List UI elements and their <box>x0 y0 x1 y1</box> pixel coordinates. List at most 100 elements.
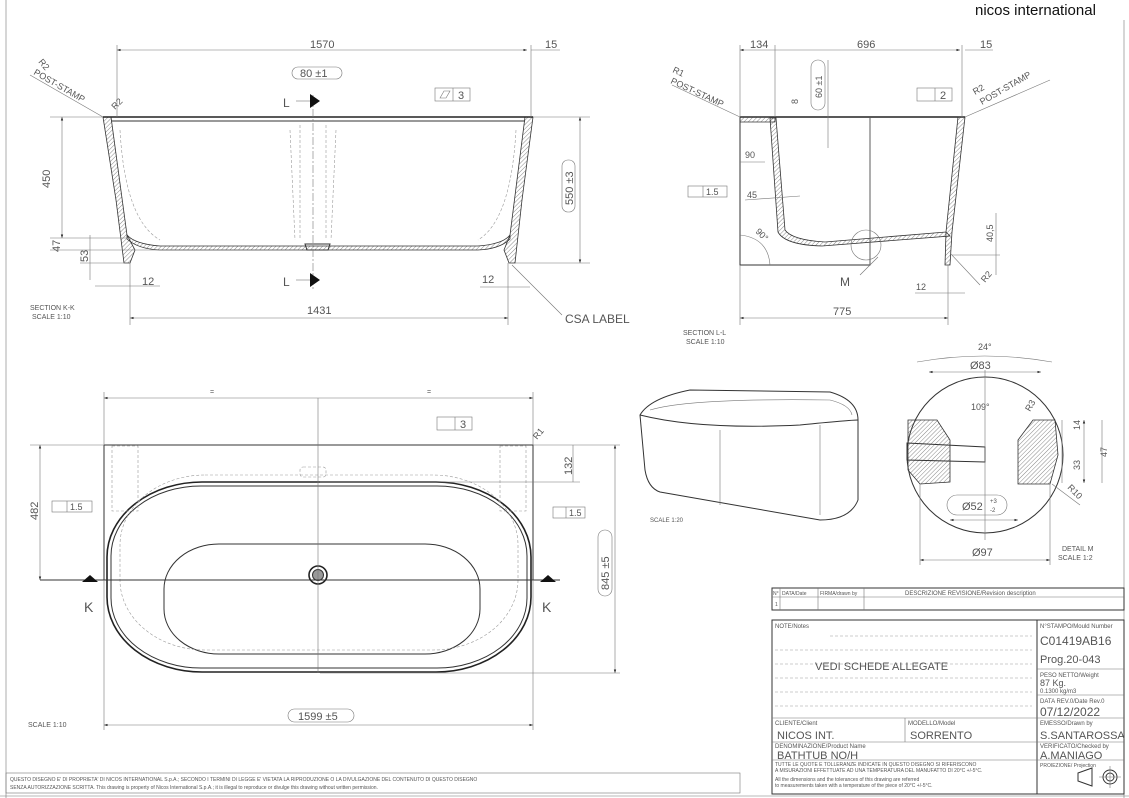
dim-550: 550 ±3 <box>564 171 576 205</box>
drawn-value: S.SANTAROSSA <box>1040 730 1125 742</box>
dim-12-right: 12 <box>482 274 494 286</box>
disclaimer-line-2: SENZA AUTORIZZAZIONE SCRITTA. This drawi… <box>10 785 378 791</box>
checked-value: A.MANIAGO <box>1040 750 1103 762</box>
dim-696: 696 <box>857 39 875 51</box>
dim-equal-right: = <box>427 389 431 396</box>
detail-m-title: DETAIL M <box>1062 546 1094 553</box>
tolerance-en-1: All the dimensions and the tolerances of… <box>775 777 919 783</box>
client-value: NICOS INT. <box>777 730 834 742</box>
weight-label: PESO NETTO/Weight <box>1040 673 1099 679</box>
tolerance-it-2: A MISURAZIONI EFFETTUATE AD UNA TEMPERAT… <box>775 768 982 774</box>
r1-note: R1 <box>671 65 686 79</box>
mould-label: N°STAMPO/Mould Number <box>1040 624 1113 630</box>
dim-1570: 1570 <box>310 39 334 51</box>
disclaimer-line-1: QUESTO DISEGNO E' DI PROPRIETA' DI NICOS… <box>10 777 477 783</box>
dim-12-left: 12 <box>142 276 154 288</box>
flatness-1-5-ll: 1.5 <box>706 187 719 197</box>
dim-12-ll: 12 <box>916 282 926 292</box>
dim-47: 47 <box>51 240 63 252</box>
section-ll: 134 696 15 60 ±1 8 90 1.5 45 90° 40,5 R2… <box>669 39 1051 346</box>
section-ll-scale: SCALE 1:10 <box>686 339 725 346</box>
detail-m-callout: M <box>840 275 850 289</box>
dim-1599: 1599 ±5 <box>298 711 338 723</box>
cut-label-l-top: L <box>283 96 290 110</box>
angle-24: 24° <box>978 342 992 352</box>
flatness-2: 2 <box>940 90 946 102</box>
checked-label: VERIFICATO/Checked by <box>1040 744 1109 750</box>
dim-d83: Ø83 <box>970 360 991 372</box>
title-block: NOTE/Notes VEDI SCHEDE ALLEGATE N°STAMPO… <box>771 619 1125 795</box>
r2-ll-bottom: R2 <box>979 269 994 284</box>
dim-equal-left: = <box>210 389 214 396</box>
prog-value: Prog.20-043 <box>1040 654 1101 666</box>
dim-482: 482 <box>29 502 41 520</box>
plan-view: K K = = 3 R1 482 1.5 1.5 132 845 ±5 1599… <box>28 389 620 730</box>
angle-90: 90° <box>754 226 771 243</box>
detail-m-scale: SCALE 1:2 <box>1058 555 1093 562</box>
density-value: 0.1300 kg/m3 <box>1040 689 1077 695</box>
drawn-label: EMESSO/Drawn by <box>1040 721 1093 727</box>
date-value: 07/12/2022 <box>1040 705 1100 719</box>
angle-109: 109° <box>971 402 990 412</box>
rev-header-drawn: FIRMA/drawn by <box>820 591 858 597</box>
notes-value: VEDI SCHEDE ALLEGATE <box>815 661 948 673</box>
model-label: MODELLO/Model <box>908 721 955 727</box>
dim-450: 450 <box>41 170 53 188</box>
cut-label-l-bottom: L <box>283 275 290 289</box>
product-value: BATHTUB NO/H <box>777 750 858 762</box>
model-value: SORRENTO <box>910 730 973 742</box>
flatness-3-plan: 3 <box>460 419 466 431</box>
rev-header-no: N° <box>773 591 779 597</box>
perspective-view: SCALE 1:20 <box>639 389 859 524</box>
tolerance-it-1: TUTTE LE QUOTE E TOLLERANZE INDICATE IN … <box>775 762 976 768</box>
section-kk-scale: SCALE 1:10 <box>32 314 71 321</box>
dim-8: 8 <box>790 99 800 104</box>
dim-60: 60 ±1 <box>814 76 824 98</box>
rev-header-date: DATA/Date <box>782 591 807 597</box>
dim-45: 45 <box>747 190 757 200</box>
rev-header-description: DESCRIZIONE REVISIONE/Revision descripti… <box>905 591 1036 597</box>
dim-80: 80 ±1 <box>300 68 327 80</box>
rev-row-number: 1 <box>775 602 778 608</box>
dim-d97: Ø97 <box>972 547 993 559</box>
r2-ll-note: R2 <box>971 82 986 96</box>
dim-90: 90 <box>745 150 755 160</box>
projection-symbol-icon <box>1077 766 1121 788</box>
flatness-3: 3 <box>458 90 464 102</box>
r2-inner-note: R2 <box>109 96 124 111</box>
flatness-1-5-right: 1.5 <box>569 508 582 518</box>
dim-845: 845 ±5 <box>600 556 612 590</box>
dim-15-ll: 15 <box>980 39 992 51</box>
section-kk: 1570 15 80 ±1 L L 3 450 47 53 12 12 1431… <box>29 39 630 326</box>
dim-132: 132 <box>563 457 575 475</box>
post-stamp-right: POST-STAMP <box>978 69 1033 106</box>
brand-logo: nicos international <box>975 2 1096 19</box>
dim-d52: Ø52 <box>962 501 983 513</box>
r10-note: R10 <box>1066 482 1085 501</box>
tol-plus: +3 <box>990 499 998 505</box>
tol-minus: -2 <box>990 508 996 514</box>
weight-value: 87 Kg. <box>1040 678 1066 688</box>
section-ll-title: SECTION L-L <box>683 330 726 337</box>
post-stamp-note: POST-STAMP <box>32 67 87 104</box>
dim-134: 134 <box>750 39 768 51</box>
dim-14: 14 <box>1072 420 1082 430</box>
dim-775: 775 <box>833 306 851 318</box>
cut-label-k-right: K <box>542 599 552 615</box>
flatness-1-5-left: 1.5 <box>70 502 83 512</box>
post-stamp-left: POST-STAMP <box>669 76 725 109</box>
client-label: CLIENTE/Client <box>775 721 818 727</box>
disclaimer: QUESTO DISEGNO E' DI PROPRIETA' DI NICOS… <box>5 772 741 794</box>
notes-label: NOTE/Notes <box>775 624 809 630</box>
perspective-scale: SCALE 1:20 <box>650 518 684 524</box>
detail-m: 24° Ø83 109° R3 14 33 47 Ø52 +3 -2 Ø97 R… <box>906 342 1109 565</box>
dim-40-5: 40,5 <box>985 224 995 242</box>
cut-label-k-left: K <box>84 599 94 615</box>
plan-scale: SCALE 1:10 <box>28 722 67 729</box>
dim-15: 15 <box>545 39 557 51</box>
dim-47-detail: 47 <box>1099 447 1109 457</box>
dim-33: 33 <box>1072 460 1082 470</box>
tolerance-en-2: to measurements taken with a temperature… <box>775 783 933 789</box>
product-label: DENOMINAZIONE/Product Name <box>775 744 866 750</box>
